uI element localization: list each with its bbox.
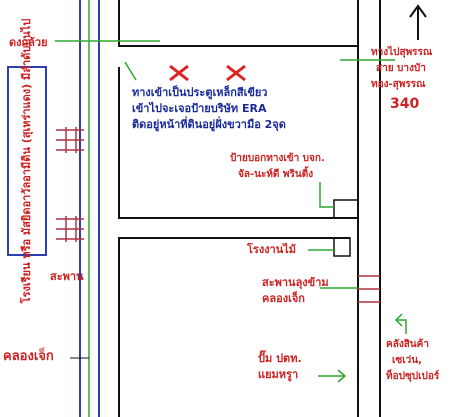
left-bridge-upper	[56, 127, 84, 153]
pointer-ptt-arrow	[318, 369, 347, 383]
dong-kluay-label: ดงกล้วย	[9, 36, 48, 49]
pointer-sign	[319, 182, 334, 208]
sign-label-line-2: จัล-นะห์ดี พรินติ้ง	[238, 169, 314, 180]
sign-lot-box	[333, 199, 359, 219]
land-marker-1	[169, 64, 189, 82]
upper-block-outline	[118, 0, 358, 47]
khlong-jek-label: คลองเจ็ก	[3, 349, 54, 364]
road-number-label: 340	[390, 96, 420, 112]
road-label-line-3: ทอง-สุพรรณ	[371, 79, 426, 90]
warehouse-label-line-2: เซเว่น,	[392, 355, 422, 366]
sign-label-line-1: ป้ายบอกทางเข้า บจก.	[230, 153, 325, 164]
ptt-label-line-1: ปั๊ม ปตท.	[258, 352, 302, 365]
land-marker-2	[226, 64, 246, 82]
road-label-line-1: ทางไปสุพรรณ	[371, 47, 433, 58]
right-bridge-label-line-2: คลองเจ็ก	[262, 292, 305, 305]
north-arrow-icon	[409, 4, 427, 40]
entrance-label-line-1: ทางเข้าเป็นประตูเหล็กสีเขียว	[132, 86, 268, 99]
right-bridge-label-line-1: สะพานลุงข้าม	[262, 276, 329, 289]
ptt-label-line-2: แยมหรูา	[258, 368, 299, 381]
school-box: โรงเรียน หรือ มัสยิดอาวัลอามีดิน (สุเหร่…	[7, 19, 47, 303]
warehouse-label-line-3: ท็อปซุปเปอร์	[386, 371, 440, 382]
school-label: โรงเรียน หรือ มัสยิดอาวัลอามีดิน (สุเหร่…	[20, 18, 33, 304]
sawmill-lot-box	[333, 237, 351, 257]
lower-block-outline	[118, 237, 350, 417]
entrance-label-line-2: เข้าไปจะเจอป้ายบริษัท ERA	[132, 102, 267, 115]
pointer-warehouse-arrow	[394, 313, 407, 334]
middle-block-outline	[118, 67, 358, 219]
left-bridge-lower	[56, 216, 84, 242]
pointer-entrance	[124, 61, 137, 81]
right-bridge	[358, 275, 380, 303]
road-label-line-2: สาย บางบัา	[376, 63, 426, 74]
sawmill-label: โรงงานไม้	[247, 243, 297, 256]
left-bridge-label: สะพาน	[50, 270, 84, 283]
warehouse-label-line-1: คลังสินค้า	[386, 339, 429, 350]
entrance-label-line-3: ติดอยู่หน้าที่ดินอยู่ฝั่งขวามือ 2จุด	[132, 118, 286, 131]
